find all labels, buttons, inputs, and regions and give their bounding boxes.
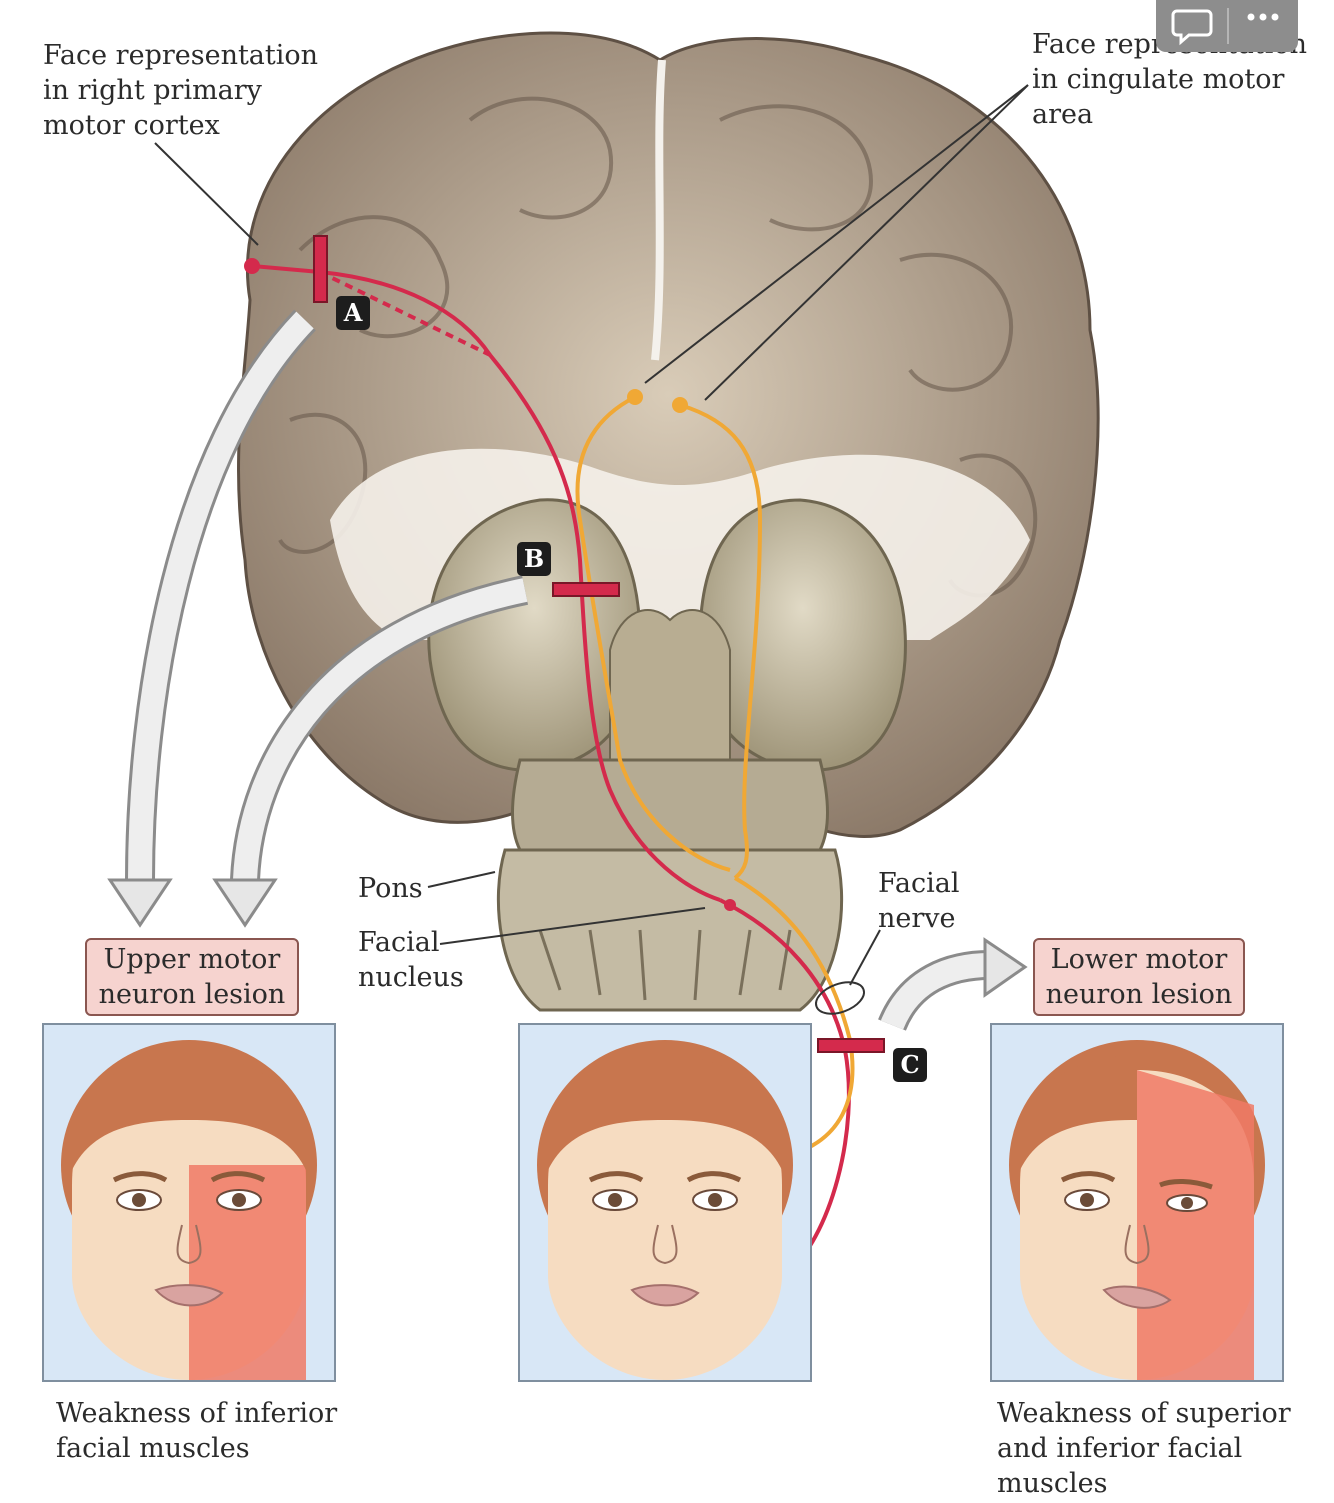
label-facial-nerve: Facial nerve: [878, 868, 960, 934]
leader-lines: [154, 84, 1029, 986]
caption-weak-inferior: Weakness of inferior facial muscles: [56, 1398, 338, 1464]
label-facial-nucleus: Facial nucleus: [358, 927, 464, 993]
lower-motor-neuron-lesion-box: Lower motor neuron lesion: [1033, 938, 1245, 1016]
lesion-bar-b: [552, 582, 620, 597]
face-panel-normal: [518, 1023, 812, 1382]
marker-c: C: [893, 1048, 927, 1082]
face-panel-lower-lesion: [990, 1023, 1284, 1382]
more-icon: [1247, 13, 1279, 21]
comment-icon: [1171, 9, 1213, 46]
lesion-arrows: [107, 309, 1028, 1032]
lesion-bar-c: [817, 1038, 885, 1053]
facial-nerve-ring: [815, 981, 865, 1015]
brainstem: [496, 758, 844, 1012]
lesion-bar-a: [313, 235, 328, 303]
more-options-button[interactable]: [1229, 0, 1300, 52]
red-pathway-origin: [244, 258, 260, 274]
face-illustration: [537, 1040, 793, 1380]
marker-a: A: [336, 296, 370, 330]
face-illustration: [61, 1040, 317, 1380]
comment-button[interactable]: [1156, 0, 1227, 52]
label-face-rep-cingulate: Face representation in cingulate motor a…: [1032, 29, 1307, 130]
caption-weak-superior-inferior: Weakness of superior and inferior facial…: [997, 1398, 1291, 1499]
label-face-rep-primary: Face representation in right primary mot…: [43, 40, 319, 141]
face-illustration: [1009, 1040, 1265, 1380]
face-panel-upper-lesion: [42, 1023, 336, 1382]
marker-b: B: [517, 542, 551, 576]
upper-motor-neuron-lesion-box: Upper motor neuron lesion: [85, 938, 299, 1016]
toolbar-divider: [1227, 8, 1229, 44]
label-pons: Pons: [358, 873, 423, 904]
viewer-toolbar: [1156, 0, 1298, 52]
